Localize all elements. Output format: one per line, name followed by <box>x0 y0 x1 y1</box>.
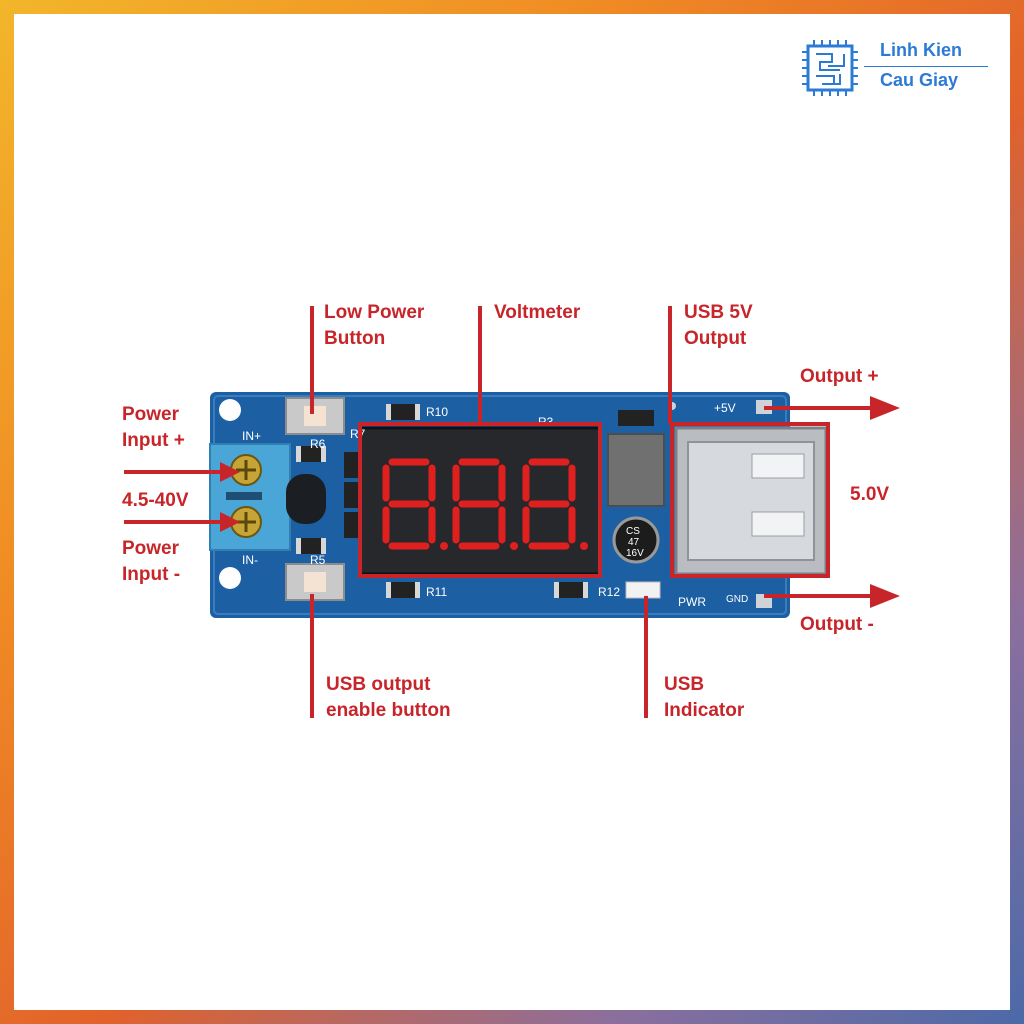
cap-label-2: 47 <box>628 537 640 548</box>
label-voltmeter: Voltmeter <box>494 302 581 323</box>
mounting-hole <box>219 399 241 421</box>
electrolytic-capacitor <box>612 516 660 564</box>
cap-label-3: 16V <box>626 548 644 559</box>
label-usb-indicator: USB Indicator <box>664 674 745 721</box>
silk-r10: R10 <box>426 405 448 419</box>
tact-switch-top <box>285 397 345 435</box>
transistor <box>286 474 326 524</box>
label-usb-5v-output: USB 5V Output <box>684 302 753 349</box>
silk-in-minus: IN- <box>242 553 258 567</box>
silk-r7: R7 <box>350 427 366 441</box>
mounting-hole <box>219 567 241 589</box>
image-canvas: Linh Kien Cau Giay <box>14 14 1010 1010</box>
silk-plus5v: +5V <box>714 401 736 415</box>
label-low-power-button: Low Power Button <box>324 302 425 349</box>
label-output-minus: Output - <box>800 614 874 635</box>
label-output-plus: Output + <box>800 366 879 387</box>
logo-line-1: Linh Kien <box>880 40 962 60</box>
cap-label-1: CS <box>626 526 640 537</box>
silk-r5: R5 <box>310 553 326 567</box>
chip-icon <box>802 40 858 96</box>
label-input-range: 4.5-40V <box>122 490 189 511</box>
silk-gnd: GND <box>726 594 748 605</box>
silk-pwr: PWR <box>678 595 706 609</box>
inductor <box>607 433 665 507</box>
pcb-board: IN+ IN- R6 R5 R7 R10 R3 R11 R12 +5V PWR … <box>124 306 900 718</box>
display-digits <box>382 458 576 550</box>
silk-r11: R11 <box>426 585 447 599</box>
silk-r12: R12 <box>598 585 620 599</box>
label-power-input-plus: Power Input + <box>122 404 185 451</box>
label-output-voltage: 5.0V <box>850 484 890 505</box>
brand-logo: Linh Kien Cau Giay <box>798 36 998 100</box>
label-usb-output-enable: USB output enable button <box>326 674 451 721</box>
label-power-input-minus: Power Input - <box>122 538 181 585</box>
silk-r6: R6 <box>310 437 326 451</box>
usb-indicator-led <box>625 581 661 599</box>
logo-divider <box>864 66 988 67</box>
usb-highlight <box>670 422 830 578</box>
logo-line-2: Cau Giay <box>880 70 959 90</box>
silk-in-plus: IN+ <box>242 429 261 443</box>
